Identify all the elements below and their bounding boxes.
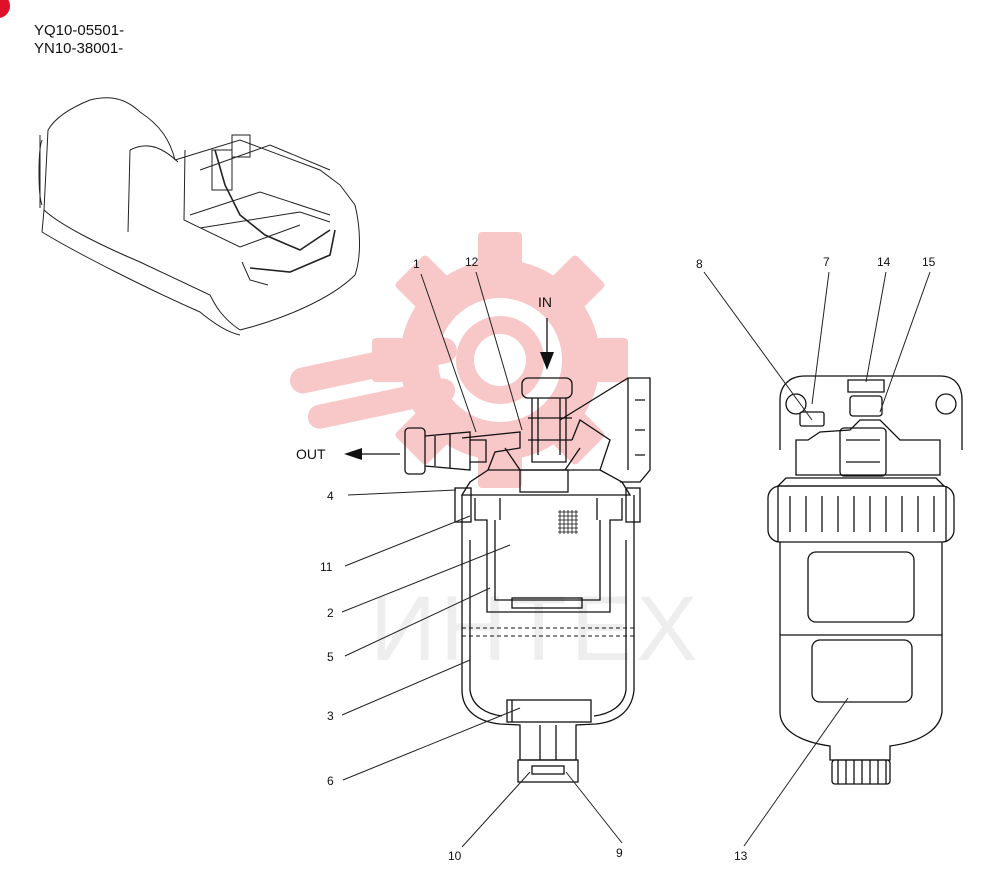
callout-15: 15 — [922, 255, 936, 269]
filter-external-view — [767, 375, 963, 785]
callout-3: 3 — [327, 709, 334, 723]
mesh-screen-icon — [558, 510, 578, 534]
callout-12: 12 — [465, 255, 479, 269]
out-label: OUT — [296, 446, 326, 462]
callout-9: 9 — [616, 846, 623, 860]
callout-11: 11 — [320, 560, 333, 574]
leader-lines — [341, 271, 931, 848]
callout-5: 5 — [327, 650, 334, 664]
filter-section-view — [404, 377, 651, 783]
gear-icon — [372, 232, 628, 488]
callout-10: 10 — [448, 849, 462, 863]
watermark-logo: ИНТЕХ — [289, 232, 702, 680]
machine-overview — [38, 97, 361, 336]
callout-8: 8 — [696, 257, 703, 271]
callout-numbers: 1 12 4 11 2 5 3 6 10 9 8 7 14 15 13 — [320, 255, 936, 863]
corner-badge-icon — [0, 0, 10, 18]
callout-2: 2 — [327, 606, 334, 620]
callout-7: 7 — [823, 255, 830, 269]
callout-4: 4 — [327, 489, 334, 503]
callout-1: 1 — [413, 257, 420, 271]
callout-14: 14 — [877, 255, 891, 269]
serial-start: YQ10-05501- — [34, 22, 125, 39]
callout-13: 13 — [734, 849, 748, 863]
in-label: IN — [538, 294, 552, 310]
serial-end: YN10-38001- — [34, 40, 124, 57]
flow-arrows: IN OUT — [296, 294, 554, 462]
callout-6: 6 — [327, 774, 334, 788]
watermark-text: ИНТЕХ — [370, 578, 702, 680]
serial-range: YQ10-05501- YN10-38001- — [34, 22, 124, 58]
